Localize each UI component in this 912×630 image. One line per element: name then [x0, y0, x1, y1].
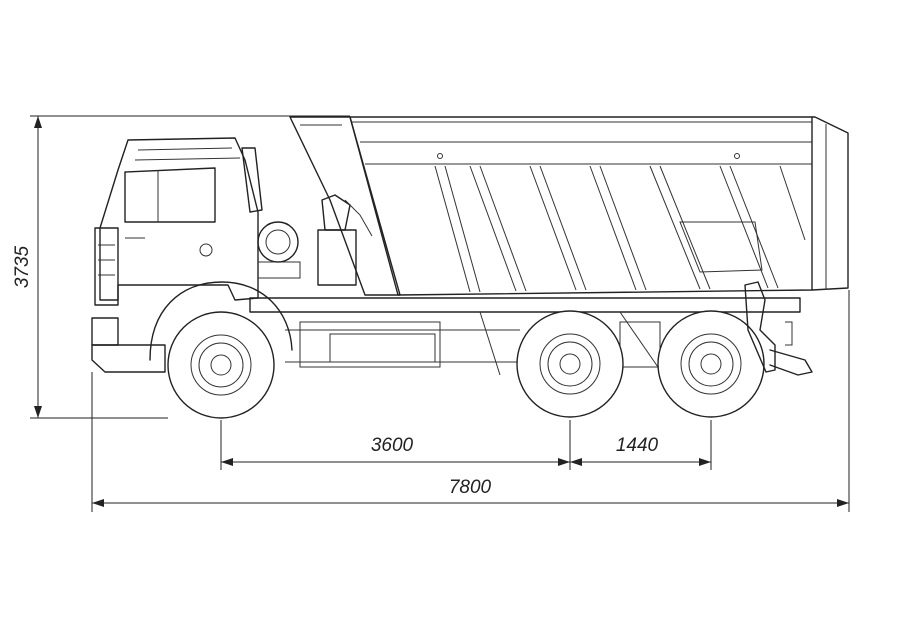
rear-wheel	[657, 310, 765, 418]
dump-body	[289, 116, 849, 296]
hydraulic-lift-cylinder	[317, 194, 373, 286]
truck-cab	[91, 137, 301, 373]
chassis-frame	[249, 297, 801, 376]
rear-axle-spacing-label: 1440	[616, 435, 659, 456]
height-dimension-label: 3735	[12, 245, 33, 288]
wheelbase-dimension-label: 3600	[371, 435, 414, 456]
overall-length-label: 7800	[449, 477, 492, 498]
middle-rear-wheel	[516, 310, 624, 418]
dimension-lines	[30, 115, 850, 512]
rear-tow-hitch	[744, 281, 813, 376]
front-wheel	[167, 311, 275, 419]
